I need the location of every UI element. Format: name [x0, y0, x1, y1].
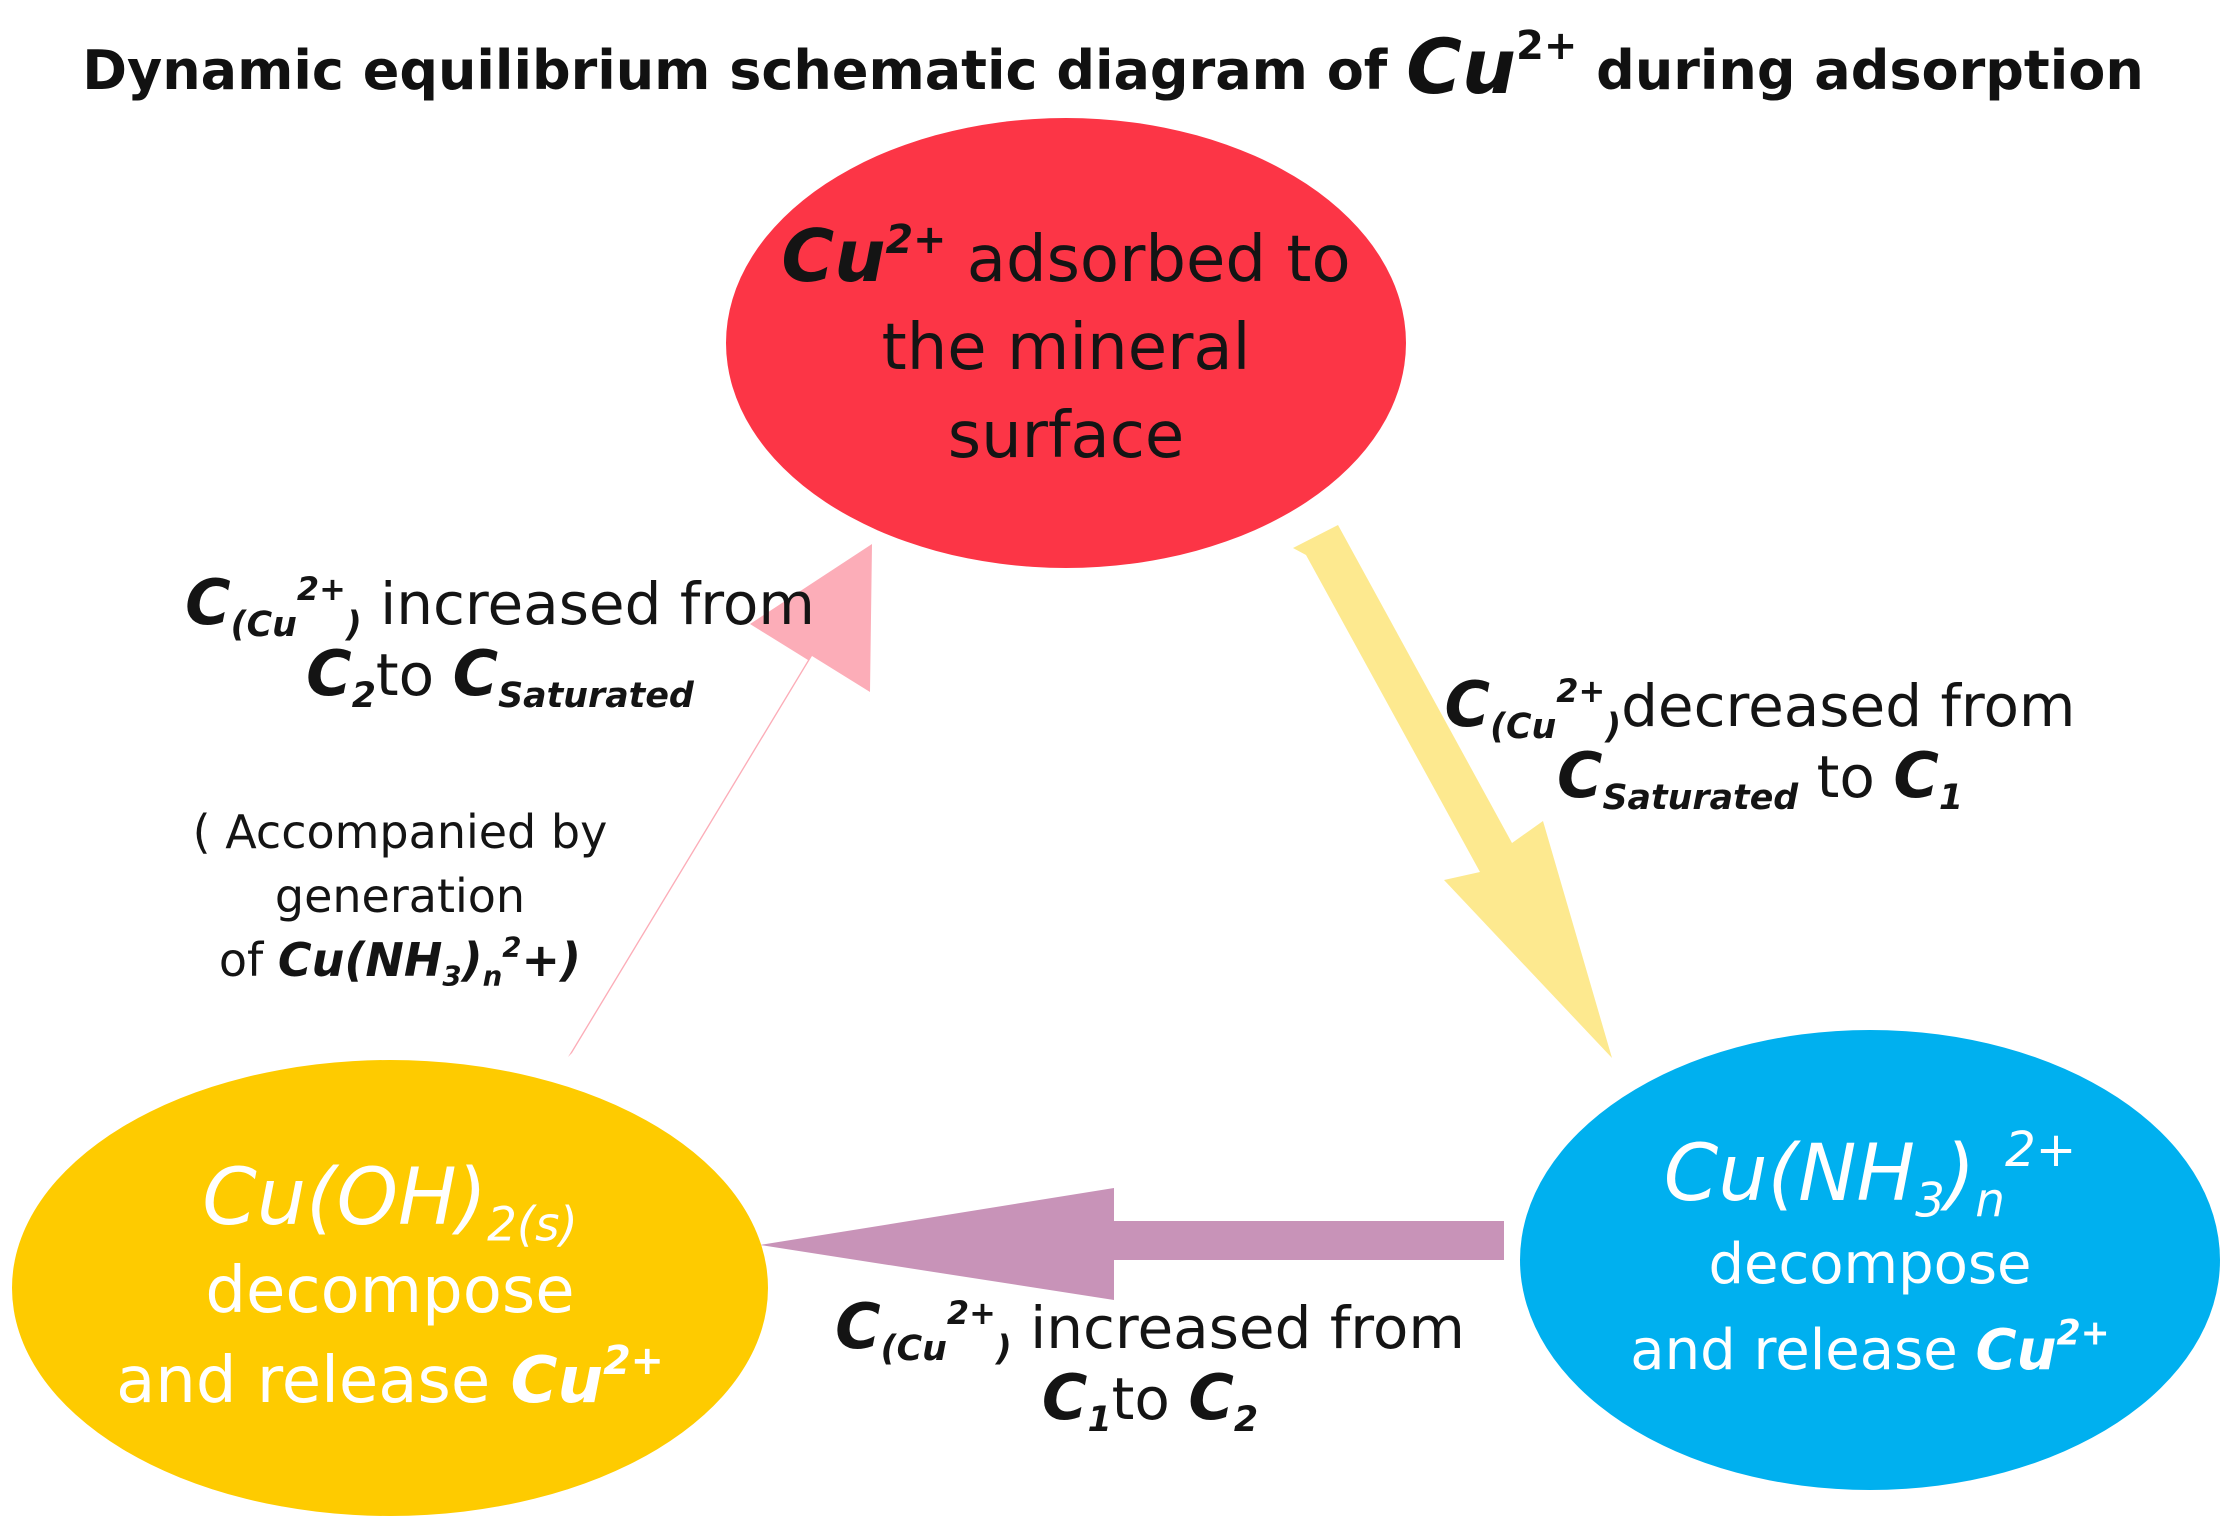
edge-bottom-verb: increased from — [1011, 1294, 1465, 1362]
edge-left-line2: C2to CSaturated — [150, 637, 850, 714]
edge-right-to-word: to — [1798, 743, 1894, 811]
edge-bottom-c-close: ) — [995, 1329, 1012, 1370]
edge-left-note-sup: 2 — [502, 930, 522, 964]
edge-right-line2: CSaturated to C1 — [1430, 739, 2090, 816]
edge-bottom-from-sub: 1 — [1087, 1400, 1112, 1441]
edge-left-line1: C(Cu2+) increased from — [150, 566, 850, 643]
title-charge: 2+ — [1516, 23, 1578, 69]
edge-left-c-sub: (Cu — [230, 605, 297, 646]
edge-left-to: C — [452, 637, 499, 710]
edge-left-from-sub: 2 — [351, 676, 376, 717]
edge-left-note-line1: ( Accompanied by — [192, 805, 608, 859]
edge-right-c: C — [1444, 668, 1491, 741]
edge-left-c-close: ) — [345, 605, 362, 646]
node-ammine-line3: and release Cu2+ — [1630, 1308, 2109, 1394]
edge-bottom-line2: C1to C2 — [800, 1361, 1500, 1438]
edge-left-note-close: ) — [461, 933, 483, 987]
arrow-hydroxide-to-adsorbed — [568, 544, 872, 1057]
edge-left-c: C — [185, 566, 231, 639]
node-ammine-formula-subn: n — [1975, 1174, 2005, 1229]
edge-left-verb: increased from — [361, 570, 815, 638]
edge-right-label: C(Cu2+)decreased from CSaturated to C1 — [1430, 668, 2090, 816]
node-hydroxide-line3: and release Cu2+ — [116, 1336, 664, 1426]
edge-bottom-c: C — [835, 1290, 881, 1363]
node-adsorbed-species: Cu — [781, 214, 886, 298]
edge-bottom-line1: C(Cu2+) increased from — [800, 1290, 1500, 1367]
edge-bottom-to-sub: 2 — [1233, 1400, 1259, 1441]
node-ammine-species: Cu — [1975, 1318, 2057, 1383]
edge-right-c-sup: 2+ — [1556, 672, 1606, 711]
edge-left-c-sup: 2+ — [296, 570, 346, 609]
edge-right-to-sub: 1 — [1938, 778, 1964, 819]
node-ammine-formula-charge: 2+ — [2004, 1122, 2077, 1179]
node-adsorbed-surface: Cu2+ adsorbed to the mineral surface — [726, 118, 1406, 568]
title-prefix: Dynamic equilibrium schematic diagram of — [82, 39, 1407, 102]
edge-left-note-subn: n — [482, 959, 503, 993]
node-copper-ammine: Cu(NH3)n2+ decompose and release Cu2+ — [1520, 1030, 2220, 1490]
node-ammine-line2: decompose — [1708, 1232, 2032, 1297]
node-ammine-charge: 2+ — [2056, 1313, 2110, 1354]
node-copper-hydroxide: Cu(OH)2(s) decompose and release Cu2+ — [12, 1060, 768, 1516]
edge-right-line1: C(Cu2+)decreased from — [1430, 668, 2090, 745]
node-ammine-formula-main: Cu(NH — [1663, 1129, 1916, 1219]
edge-left-note-prefix: of — [218, 933, 278, 987]
node-adsorbed-line2: the mineral — [881, 311, 1251, 385]
node-hydroxide-formula-sub: 2(s) — [487, 1198, 578, 1253]
title-species: Cu — [1406, 22, 1516, 111]
edge-right-c-close: ) — [1605, 707, 1622, 748]
node-ammine-formula-sub3: 3 — [1915, 1174, 1945, 1229]
edge-left-note-sub3: 3 — [442, 959, 462, 993]
node-hydroxide-formula-main: Cu(OH) — [202, 1153, 488, 1243]
edge-right-c-sub: (Cu — [1490, 707, 1557, 748]
node-hydroxide-formula: Cu(OH)2(s) — [202, 1150, 577, 1249]
edge-right-from: C — [1556, 739, 1603, 812]
node-ammine-line3-prefix: and release — [1630, 1318, 1976, 1383]
edge-left-note-tail: +) — [521, 933, 582, 987]
edge-bottom-label: C(Cu2+) increased from C1to C2 — [800, 1290, 1500, 1438]
node-ammine-formula: Cu(NH3)n2+ — [1663, 1126, 2077, 1225]
edge-bottom-to: C — [1188, 1361, 1234, 1434]
title-suffix: during adsorption — [1577, 39, 2144, 102]
node-hydroxide-line2: decompose — [205, 1254, 575, 1328]
edge-bottom-c-sub: (Cu — [880, 1329, 947, 1370]
edge-left-label: C(Cu2+) increased from C2to CSaturated — [150, 566, 850, 714]
edge-bottom-c-sup: 2+ — [946, 1294, 996, 1333]
node-adsorbed-line1-rest: adsorbed to — [946, 223, 1351, 297]
arrow-ammine-to-hydroxide — [760, 1188, 1504, 1300]
node-adsorbed-charge: 2+ — [885, 217, 947, 264]
edge-left-note: ( Accompanied by generation of Cu(NH3)n2… — [140, 800, 660, 992]
diagram-title: Dynamic equilibrium schematic diagram of… — [0, 22, 2226, 111]
edge-left-to-word: to — [375, 641, 453, 709]
edge-right-from-sub: Saturated — [1602, 778, 1799, 819]
edge-bottom-to-word: to — [1111, 1365, 1189, 1433]
node-hydroxide-charge: 2+ — [603, 1338, 664, 1385]
node-hydroxide-line3-prefix: and release — [116, 1344, 511, 1418]
node-adsorbed-line1: Cu2+ adsorbed to — [781, 212, 1350, 304]
arrow-adsorbed-to-ammine — [1293, 525, 1612, 1058]
edge-left-from: C — [306, 637, 352, 710]
node-hydroxide-species: Cu — [510, 1344, 604, 1418]
edge-left-note-line3: of Cu(NH3)n2+) — [140, 928, 660, 992]
edge-left-note-species: Cu(NH — [277, 933, 443, 987]
edge-right-to: C — [1893, 739, 1939, 812]
edge-right-verb: decreased from — [1621, 672, 2076, 740]
node-adsorbed-line3: surface — [947, 399, 1185, 473]
edge-left-note-line2: generation — [274, 869, 526, 923]
node-ammine-formula-close: ) — [1944, 1129, 1976, 1219]
edge-left-to-sub: Saturated — [498, 676, 694, 717]
edge-bottom-from: C — [1041, 1361, 1088, 1434]
